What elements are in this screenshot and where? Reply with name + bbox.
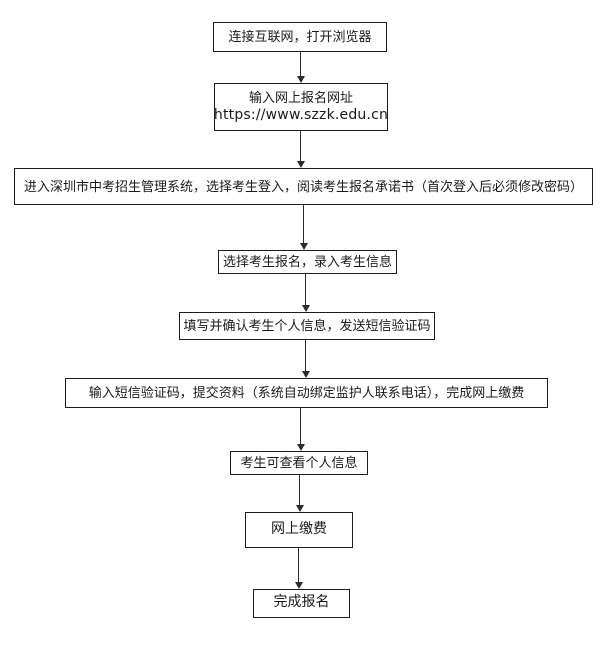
arrow-shaft (300, 131, 301, 162)
flow-node-enter-sms-submit-pay: 输入短信验证码，提交资料（系统自动绑定监护人联系电话），完成网上缴费 (65, 378, 548, 408)
arrow-down-icon (297, 161, 305, 168)
flow-node-label: 考生可查看个人信息 (240, 455, 358, 471)
flow-node-login-read-commitment: 进入深圳市中考招生管理系统，选择考生登入，阅读考生报名承诺书（首次登入后必须修改… (14, 168, 593, 205)
arrow-down-icon (296, 505, 304, 512)
flow-node-view-personal-info: 考生可查看个人信息 (230, 451, 368, 475)
arrow-shaft (299, 475, 300, 506)
arrow-down-icon (302, 305, 310, 312)
flow-arrow-6 (297, 408, 305, 451)
arrow-shaft (305, 340, 306, 372)
arrow-shaft (298, 548, 299, 583)
flow-arrow-4 (302, 274, 310, 312)
arrow-down-icon (300, 243, 308, 250)
flow-arrow-5 (302, 340, 310, 378)
flow-node-connect-internet: 连接互联网，打开浏览器 (213, 22, 387, 52)
flow-node-label: 选择考生报名，录入考生信息 (222, 254, 392, 270)
arrow-down-icon (295, 582, 303, 589)
flow-node-select-registration-enter-info: 选择考生报名，录入考生信息 (218, 250, 397, 274)
flow-node-confirm-info-send-sms: 填写并确认考生个人信息，发送短信验证码 (179, 312, 435, 340)
arrow-down-icon (297, 76, 305, 83)
arrow-shaft (303, 205, 304, 244)
flow-arrow-2 (297, 131, 305, 168)
flow-node-label: 输入短信验证码，提交资料（系统自动绑定监护人联系电话），完成网上缴费 (88, 385, 525, 401)
flow-node-label: 完成报名 (273, 595, 330, 611)
registration-url-text: https://www.szzk.edu.cn (213, 107, 389, 124)
flow-node-label: 进入深圳市中考招生管理系统，选择考生登入，阅读考生报名承诺书（首次登入后必须修改… (23, 178, 583, 194)
flow-arrow-3 (300, 205, 308, 250)
flow-node-enter-registration-url: 输入网上报名网址 https://www.szzk.edu.cn (214, 83, 388, 131)
flow-arrow-1 (297, 52, 305, 83)
arrow-shaft (305, 274, 306, 306)
arrow-down-icon (302, 371, 310, 378)
flow-node-label: 网上缴费 (271, 521, 327, 537)
flow-arrow-8 (295, 548, 303, 589)
flow-node-online-payment: 网上缴费 (245, 512, 353, 548)
flow-arrow-7 (296, 475, 304, 512)
arrow-down-icon (297, 444, 305, 451)
flow-node-complete-registration: 完成报名 (253, 589, 350, 618)
flow-node-label: 填写并确认考生个人信息，发送短信验证码 (183, 318, 431, 334)
flow-node-label: 连接互联网，打开浏览器 (228, 29, 372, 45)
arrow-shaft (300, 52, 301, 77)
flow-node-label: 输入网上报名网址 (248, 89, 353, 105)
arrow-shaft (300, 408, 301, 445)
